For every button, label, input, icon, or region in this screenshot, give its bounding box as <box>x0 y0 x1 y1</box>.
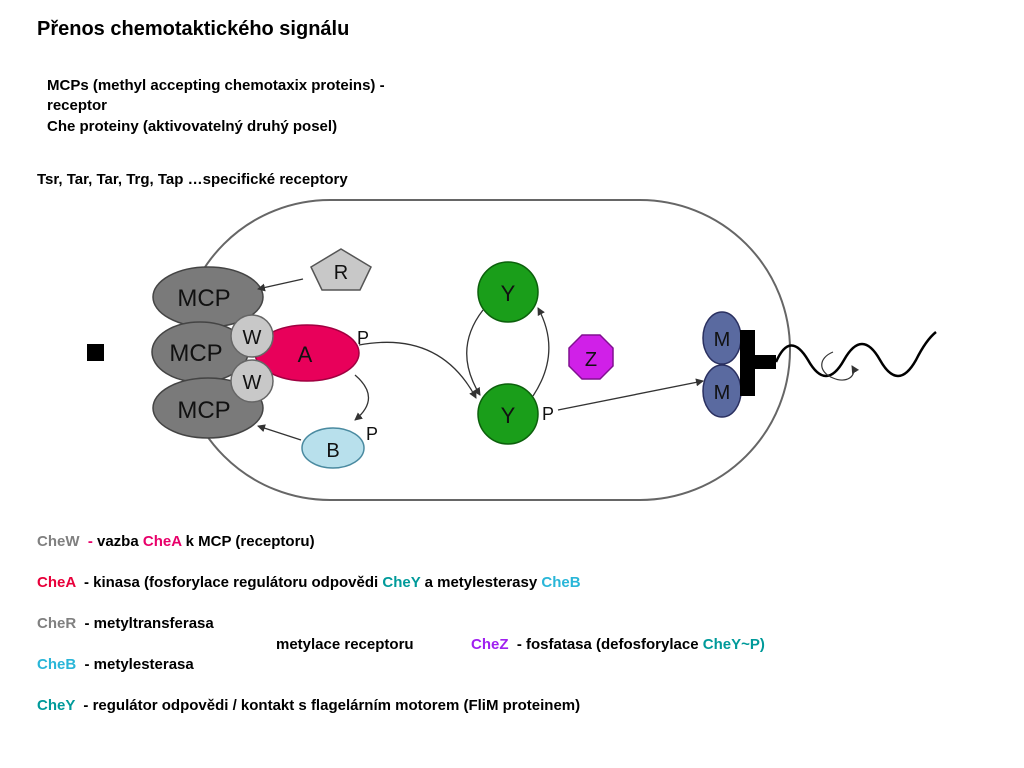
legend-chey-text: - regulátor odpovědi / kontakt s flagelá… <box>75 697 581 714</box>
cheb-label: B <box>326 440 339 462</box>
mcp-label: MCP <box>169 340 222 367</box>
legend-chea-chey: CheY <box>382 574 421 591</box>
flagellar-hook <box>740 330 755 396</box>
chey-node: Y <box>477 261 539 323</box>
legend-chez-text1: - fosfatasa (defosforylace <box>508 636 703 653</box>
legend-cheb-name: CheB <box>37 656 77 673</box>
intro-mcps-line: MCPs (methyl accepting chemotaxix protei… <box>47 77 385 94</box>
cher-arrow <box>257 278 304 292</box>
mcp-label: MCP <box>177 285 230 312</box>
mcp-label: MCP <box>177 397 230 424</box>
cheb-arrow <box>257 424 302 441</box>
legend-cher-name: CheR <box>37 615 77 632</box>
intro-che-line: Che proteiny (aktivovatelný druhý posel) <box>47 118 338 135</box>
chey-label: Y <box>501 281 516 306</box>
legend-cheb-text: - metylesterasa <box>76 656 194 673</box>
chea-node: A <box>254 324 360 382</box>
chew-node-top: W <box>230 314 274 358</box>
cher-label: R <box>334 262 348 284</box>
cher-node: R <box>310 248 372 291</box>
legend-chey-name: CheY <box>37 697 76 714</box>
legend-methylation-note: metylace receptoru <box>276 636 414 653</box>
chey-dephosphorylation-arrow <box>532 307 550 397</box>
page-title: Přenos chemotaktického signálu <box>37 18 350 40</box>
cheb-node: B <box>301 427 365 469</box>
flagellar-hook-stem <box>752 355 776 369</box>
motor-label: M <box>714 382 731 404</box>
stimulus-square <box>87 344 104 361</box>
legend-chew-text2: k MCP (receptoru) <box>181 533 315 550</box>
chey-phospho-label: Y <box>501 403 516 428</box>
chey-phosphorylation-arrow <box>466 309 484 396</box>
legend-cher-row: CheR - metyltransferasa <box>37 615 214 632</box>
legend-chew-name: CheW <box>37 533 80 550</box>
legend-chea-row: CheA - kinasa (fosforylace regulátoru od… <box>37 574 581 591</box>
chew-label: W <box>243 372 262 394</box>
chea-label: A <box>298 342 313 367</box>
legend-chea-cheb: CheB <box>541 574 581 591</box>
chew-node-bottom: W <box>230 359 274 403</box>
chey-to-motor-arrow <box>557 378 704 411</box>
legend-chey-row: CheY - regulátor odpovědi / kontakt s fl… <box>37 697 580 714</box>
chea-phosphate: P <box>357 328 369 348</box>
legend-chew-dash: - <box>79 533 97 550</box>
cheb-phosphate: P <box>366 424 378 444</box>
legend-chew-chea: CheA <box>142 533 182 550</box>
motor-label: M <box>714 329 731 351</box>
legend-chew-text1: vazba <box>97 533 143 550</box>
flagellum <box>774 331 937 378</box>
chez-node: Z <box>568 334 614 380</box>
legend-chea-text1: - kinasa (fosforylace regulátoru odpověd… <box>75 574 383 591</box>
legend-chez-row: CheZ - fosfatasa (defosforylace CheY~P) <box>471 636 765 653</box>
legend-chea-name: CheA <box>37 574 76 591</box>
legend-cheb-row: CheB - metylesterasa <box>37 656 194 673</box>
rotation-arrow <box>821 351 860 381</box>
chey-phospho-node: Y <box>477 383 539 445</box>
legend-chez-name: CheZ <box>471 636 509 653</box>
motor-m-bottom: M <box>702 364 742 418</box>
chew-label: W <box>243 327 262 349</box>
legend-chez-cheyp: CheY~P) <box>702 636 765 653</box>
legend-chea-text2: a metylesterasy <box>420 574 542 591</box>
intro-receptors-line: Tsr, Tar, Tar, Trg, Tap …specifické rece… <box>37 171 348 188</box>
chea-to-cheb-arrow <box>354 374 370 421</box>
intro-receptor-line: receptor <box>47 97 108 114</box>
legend-cher-text: - metyltransferasa <box>76 615 214 632</box>
chez-label: Z <box>585 349 597 371</box>
chey-phosphate: P <box>542 404 554 424</box>
legend-chew-row: CheW - vazba CheA k MCP (receptoru) <box>37 533 315 550</box>
chea-to-chey-arrow <box>358 341 477 399</box>
mcp-receptor-middle: MCP <box>151 321 249 383</box>
motor-m-top: M <box>702 311 742 365</box>
